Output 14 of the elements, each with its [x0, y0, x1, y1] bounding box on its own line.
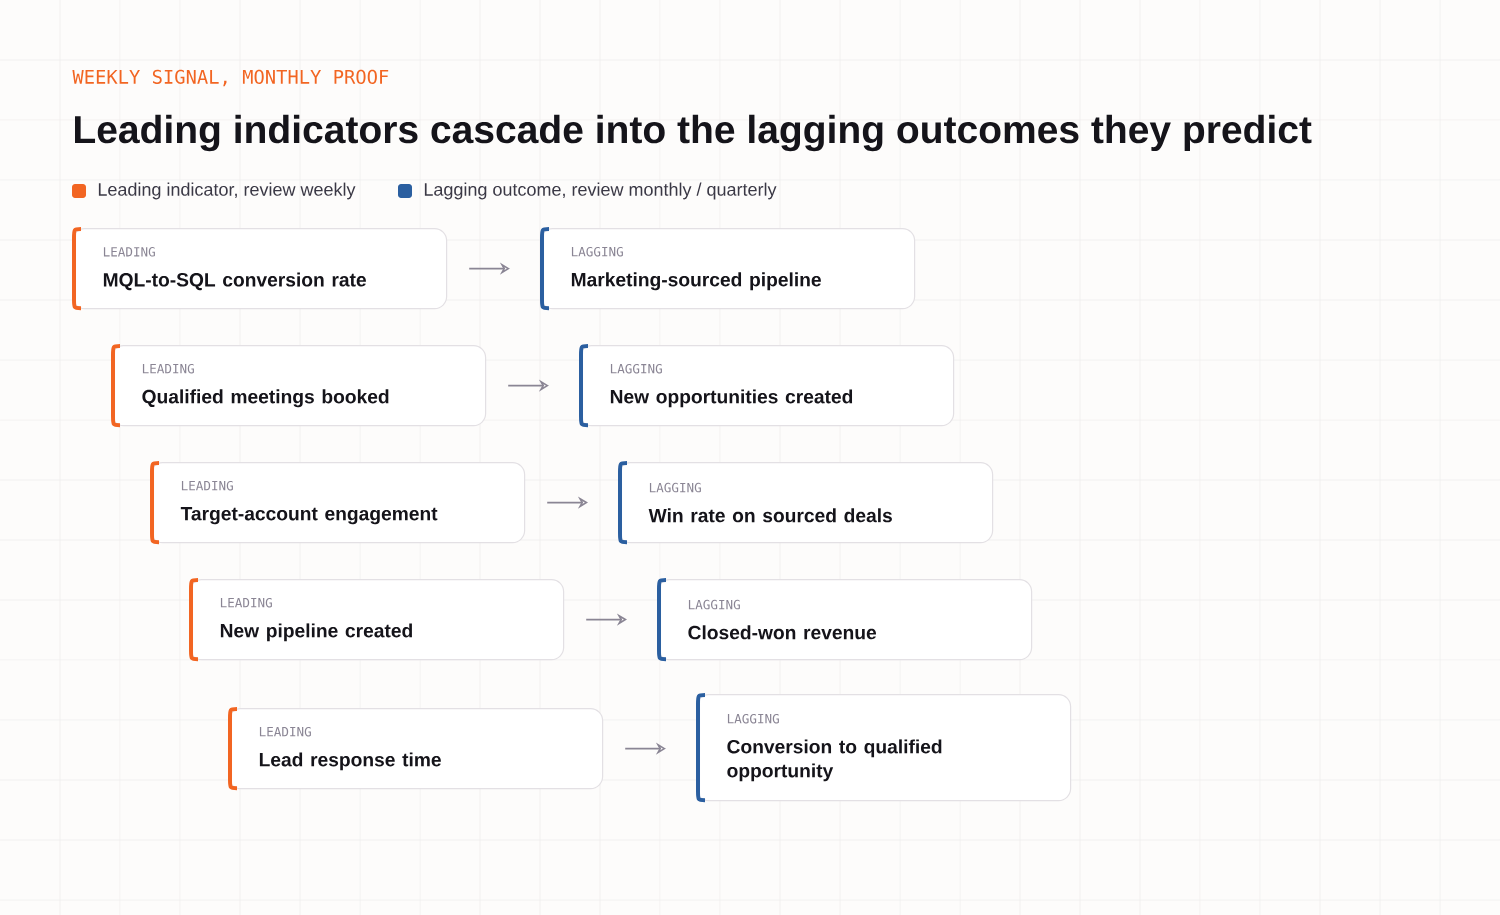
- metric-card: LEADING Lead response time: [228, 707, 604, 791]
- metric-card: LAGGING Marketing-sourced pipeline: [540, 227, 916, 311]
- legend-label: Lagging outcome, review monthly / quarterly: [424, 182, 777, 200]
- metric-card: LAGGING New opportunities created: [579, 344, 955, 428]
- legend-label: Leading indicator, review weekly: [98, 182, 356, 200]
- title: Leading indicators cascade into the lagging outcomes they predict: [75, 114, 1312, 152]
- metric-card: LAGGING Closed-won revenue: [657, 578, 1033, 662]
- metric-card: LAGGING Conversion to qualified opportunity: [696, 693, 1072, 803]
- metric-card: LEADING Target-account engagement: [150, 461, 526, 545]
- metric-card: LEADING New pipeline created: [189, 578, 565, 662]
- metric-card: LEADING MQL-to-SQL conversion rate: [72, 227, 448, 311]
- eyebrow-text: WEEKLY SIGNAL, MONTHLY PROOF: [72, 69, 389, 87]
- metric-card: LEADING Qualified meetings booked: [111, 344, 487, 428]
- metric-card: LAGGING Win rate on sourced deals: [618, 461, 994, 545]
